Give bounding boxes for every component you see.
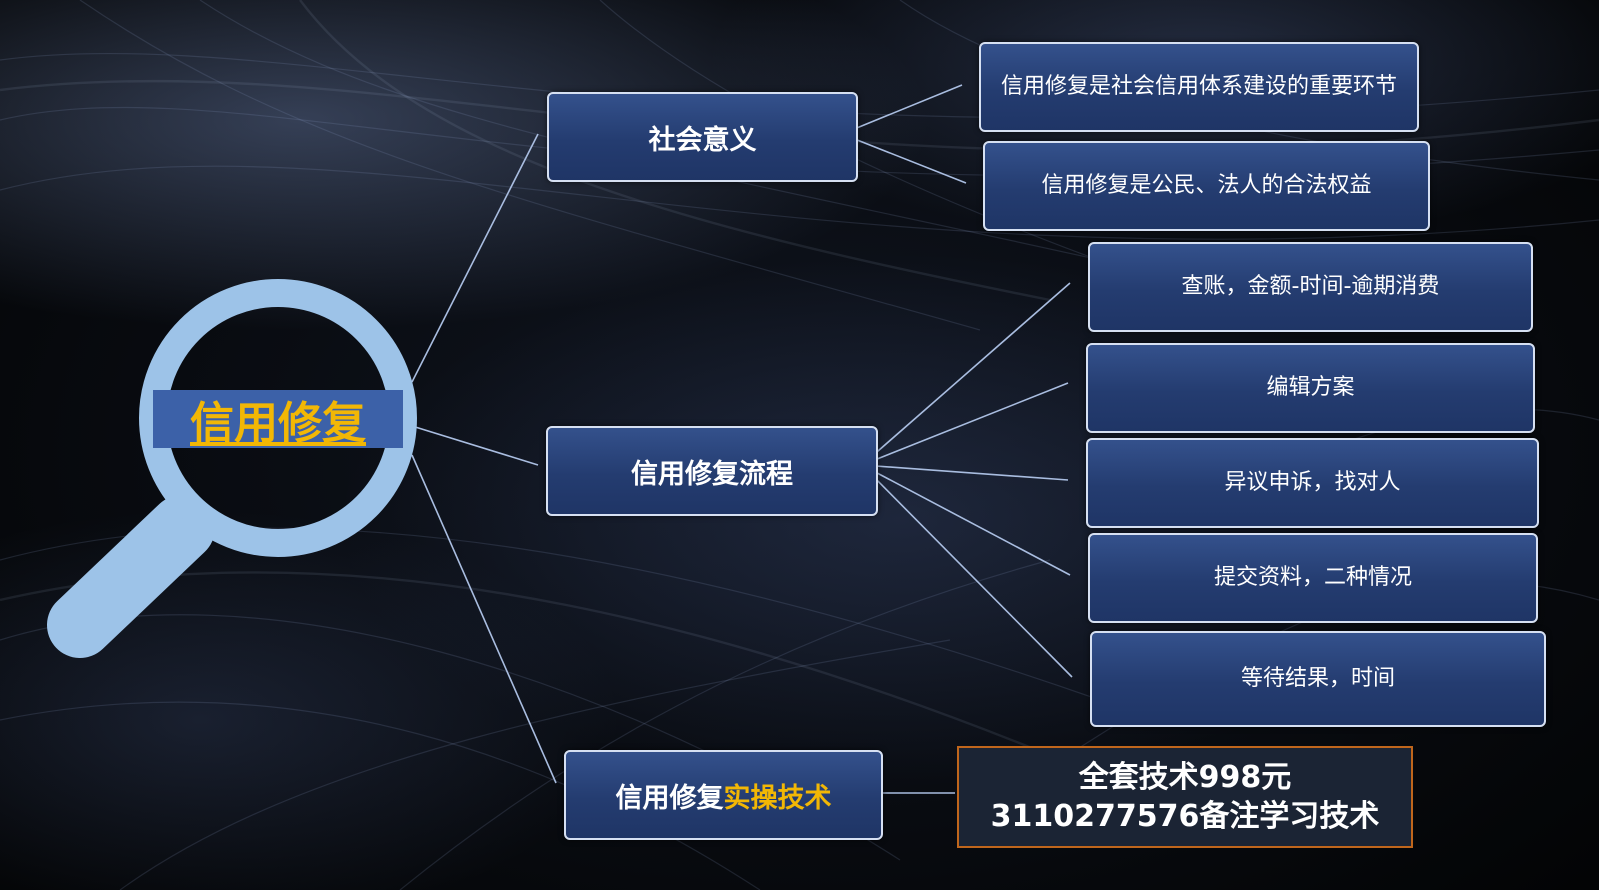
leaf-social-2: 信用修复是公民、法人的合法权益 [983, 141, 1430, 231]
leaf-label: 编辑方案 [1266, 375, 1355, 400]
leaf-label: 信用修复是公民、法人的合法权益 [1041, 173, 1372, 198]
branch-label-prefix: 信用修复 [615, 782, 724, 814]
connector-b2-c4 [861, 464, 1071, 576]
leaf-process-3: 异议申诉，找对人 [1086, 438, 1539, 528]
connector-b2-c2 [861, 382, 1069, 466]
connector-root-branch-2 [411, 425, 539, 466]
price-line-1: 全套技术998元 [1078, 760, 1292, 795]
connector-b2-c3 [861, 464, 1069, 481]
connector-root-branch-3 [411, 454, 557, 784]
leaf-process-1: 查账，金额-时间-逾期消费 [1088, 242, 1533, 332]
leaf-label: 提交资料，二种情况 [1213, 565, 1412, 590]
root-node: 信用修复 [167, 392, 389, 449]
leaf-process-5: 等待结果，时间 [1090, 631, 1546, 727]
connector-b1-c2 [841, 133, 967, 184]
connector-b2-c1 [861, 282, 1071, 466]
leaf-process-2: 编辑方案 [1086, 343, 1535, 433]
leaf-label: 信用修复是社会信用体系建设的重要环节 [1000, 74, 1397, 99]
leaf-label: 查账，金额-时间-逾期消费 [1181, 274, 1440, 299]
connector-b2-c5 [861, 464, 1073, 678]
price-callout: 全套技术998元 3110277576备注学习技术 [957, 746, 1413, 848]
leaf-process-4: 提交资料，二种情况 [1088, 533, 1538, 623]
leaf-label: 异议申诉，找对人 [1224, 470, 1401, 495]
connector-root-branch-1 [411, 133, 539, 383]
branch-label-highlight: 实操技术 [723, 782, 832, 814]
price-line-2: 3110277576备注学习技术 [990, 799, 1380, 834]
branch-label: 信用修复流程 [631, 458, 793, 490]
leaf-social-1: 信用修复是社会信用体系建设的重要环节 [979, 42, 1419, 132]
leaf-label: 等待结果，时间 [1240, 666, 1395, 691]
branch-repair-process: 信用修复流程 [546, 426, 878, 516]
connector-b1-c1 [841, 84, 963, 135]
branch-label: 社会意义 [648, 124, 757, 156]
branch-practical-skills: 信用修复实操技术 [564, 750, 883, 840]
branch-social-significance: 社会意义 [547, 92, 858, 182]
